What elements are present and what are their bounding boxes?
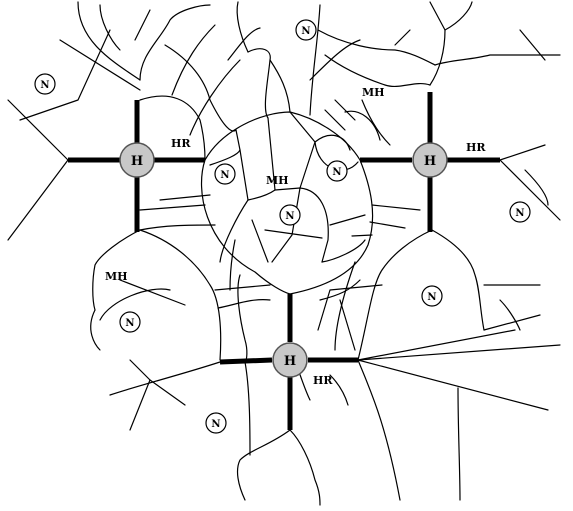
node-2: N (34, 73, 56, 95)
hub-right: H (412, 142, 448, 178)
node-7-label: N (427, 292, 436, 303)
hub-right-label: H (424, 154, 436, 169)
mh-label-left: MH (105, 270, 128, 283)
node-4: N (326, 160, 348, 182)
node-3: N (214, 163, 236, 185)
hr-label-right: HR (466, 141, 486, 154)
hub-bottom-label: H (284, 354, 296, 369)
node-8-label: N (125, 318, 134, 329)
node-5-label: N (285, 211, 294, 222)
node-4-label: N (332, 167, 341, 178)
mh-label-top: MH (362, 86, 385, 99)
node-1: N (295, 19, 317, 41)
node-6: N (509, 201, 531, 223)
node-2-label: N (40, 80, 49, 91)
mh-label-center: MH (266, 174, 289, 187)
highways (68, 92, 500, 430)
node-1-label: N (301, 26, 310, 37)
node-7: N (421, 285, 443, 307)
hr-label-left: HR (171, 137, 191, 150)
node-3-label: N (220, 170, 229, 181)
hub-left-label: H (131, 154, 143, 169)
node-9: N (205, 412, 227, 434)
hub-left: H (119, 142, 155, 178)
node-9-label: N (211, 419, 220, 430)
minor-roads (7, 1, 561, 506)
node-8: N (119, 311, 141, 333)
hr-label-bottom: HR (313, 374, 333, 387)
node-6-label: N (515, 208, 524, 219)
node-5: N (279, 204, 301, 226)
hub-bottom: H (272, 342, 308, 378)
